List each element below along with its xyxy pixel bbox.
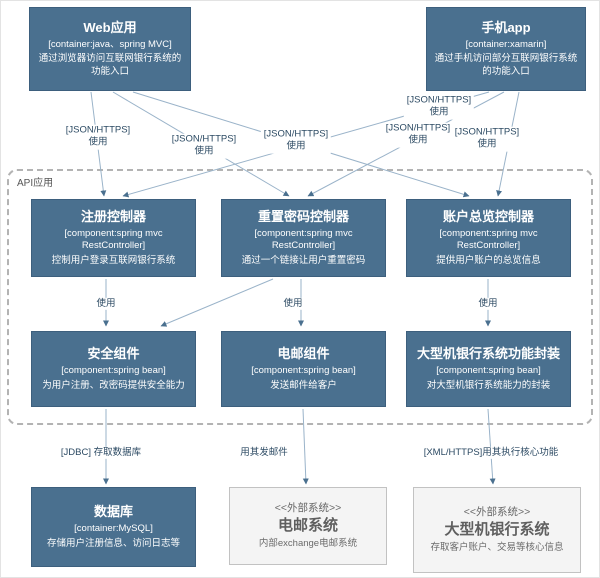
api-container-label: API应用 xyxy=(15,174,56,189)
edge-label-use: 使用 xyxy=(477,139,497,150)
node-title: 注册控制器 xyxy=(80,209,146,225)
node-reset-password-controller: 重置密码控制器 [component:spring mvc RestContro… xyxy=(221,199,386,277)
node-title: Web应用 xyxy=(83,19,137,35)
edge-label-reset-email: 使用 xyxy=(280,297,306,311)
edge-label-mobile-reset: [JSON/HTTPS] 使用 xyxy=(382,122,454,148)
edge-label-mobile-register: [JSON/HTTPS] 使用 xyxy=(403,94,475,120)
node-register-controller: 注册控制器 [component:spring mvc RestControll… xyxy=(31,199,196,277)
node-stereotype: <<外部系统>> xyxy=(274,501,342,514)
node-desc: 提供用户账户的总览信息 xyxy=(436,254,541,266)
node-title: 账户总览控制器 xyxy=(442,209,534,225)
node-desc: 控制用户登录互联网银行系统 xyxy=(51,254,176,266)
node-meta: [component:spring bean] xyxy=(251,364,356,376)
node-mainframe-system: <<外部系统>> 大型机银行系统 存取客户账户、交易等核心信息 xyxy=(413,487,581,573)
node-email-system: <<外部系统>> 电邮系统 内部exchange电邮系统 xyxy=(229,487,387,565)
node-meta: [container:xamarin] xyxy=(465,38,547,50)
node-mobile-app: 手机app [container:xamarin] 通过手机访问部分互联网银行系… xyxy=(426,7,586,91)
node-desc: 存储用户注册信息、访问日志等 xyxy=(46,537,180,549)
edge-label-protocol: [JSON/HTTPS] xyxy=(385,122,451,134)
node-email-component: 电邮组件 [component:spring bean] 发送邮件给客户 xyxy=(221,331,386,407)
node-meta: [component:spring mvc RestController] xyxy=(64,227,163,251)
edge-label-protocol: [JSON/HTTPS] xyxy=(263,128,329,140)
node-meta: [component:spring mvc RestController] xyxy=(254,227,353,251)
edge-label-xml-https: [XML/HTTPS]用其执行核心功能 xyxy=(420,446,562,460)
node-mainframe-facade: 大型机银行系统功能封装 [component:spring bean] 对大型机… xyxy=(406,331,571,407)
edge-label-mobile-account: [JSON/HTTPS] 使用 xyxy=(451,126,523,152)
edge-label-use: 使用 xyxy=(88,137,108,148)
node-security-component: 安全组件 [component:spring bean] 为用户注册、改密码提供… xyxy=(31,331,196,407)
node-desc: 存取客户账户、交易等核心信息 xyxy=(430,542,564,554)
node-desc: 对大型机银行系统能力的封装 xyxy=(426,379,551,391)
node-title: 重置密码控制器 xyxy=(257,209,349,225)
edge-label-protocol: [JSON/HTTPS] xyxy=(406,94,472,106)
node-title: 大型机银行系统 xyxy=(444,521,550,539)
node-meta: [container:java、spring MVC] xyxy=(48,38,172,50)
node-desc: 发送邮件给客户 xyxy=(270,379,337,391)
node-title: 手机app xyxy=(481,19,531,35)
node-title: 数据库 xyxy=(93,504,133,520)
node-title: 电邮组件 xyxy=(277,346,330,362)
node-meta: [component:spring bean] xyxy=(61,364,166,376)
edge-label-use: 使用 xyxy=(408,135,428,146)
edge-label-use: 使用 xyxy=(429,107,449,118)
node-title: 电邮系统 xyxy=(277,517,338,535)
edge-label-register-security: 使用 xyxy=(93,297,119,311)
node-web-app: Web应用 [container:java、spring MVC] 通过浏览器访… xyxy=(29,7,191,91)
edge-label-protocol: [JSON/HTTPS] xyxy=(454,126,520,138)
node-title: 安全组件 xyxy=(87,346,140,362)
edge-label-use: 使用 xyxy=(286,141,306,152)
node-desc: 为用户注册、改密码提供安全能力 xyxy=(42,379,185,391)
node-account-overview-controller: 账户总览控制器 [component:spring mvc RestContro… xyxy=(406,199,571,277)
node-desc: 通过浏览器访问互联网银行系统的功能入口 xyxy=(38,53,182,77)
edge-label-send-mail: 用其发邮件 xyxy=(237,446,291,460)
edge-label-web-reset: [JSON/HTTPS] 使用 xyxy=(168,133,240,159)
node-desc: 内部exchange电邮系统 xyxy=(258,538,358,550)
edge-reset-security xyxy=(160,278,274,327)
node-desc: 通过一个链接让用户重置密码 xyxy=(241,254,366,266)
edge-label-web-register: [JSON/HTTPS] 使用 xyxy=(62,124,134,150)
node-title: 大型机银行系统功能封装 xyxy=(416,346,560,362)
edge-label-account-facade: 使用 xyxy=(475,297,501,311)
edge-label-protocol: [JSON/HTTPS] xyxy=(171,133,237,145)
edge-label-use: 使用 xyxy=(194,146,214,157)
node-database: 数据库 [container:MySQL] 存储用户注册信息、访问日志等 xyxy=(31,487,196,567)
edge-label-web-account: [JSON/HTTPS] 使用 xyxy=(260,128,332,154)
api-container-boundary xyxy=(7,169,593,425)
edge-label-protocol: [JSON/HTTPS] xyxy=(65,124,131,136)
node-stereotype: <<外部系统>> xyxy=(463,505,531,518)
edge-facade-mainframe xyxy=(487,408,496,485)
edge-label-jdbc: [JDBC] 存取数据库 xyxy=(57,446,145,460)
node-meta: [container:MySQL] xyxy=(74,522,153,534)
node-desc: 通过手机访问部分互联网银行系统的功能入口 xyxy=(434,53,578,77)
node-meta: [component:spring bean] xyxy=(436,364,541,376)
node-meta: [component:spring mvc RestController] xyxy=(439,227,538,251)
edge-email-emailsystem xyxy=(302,408,309,485)
